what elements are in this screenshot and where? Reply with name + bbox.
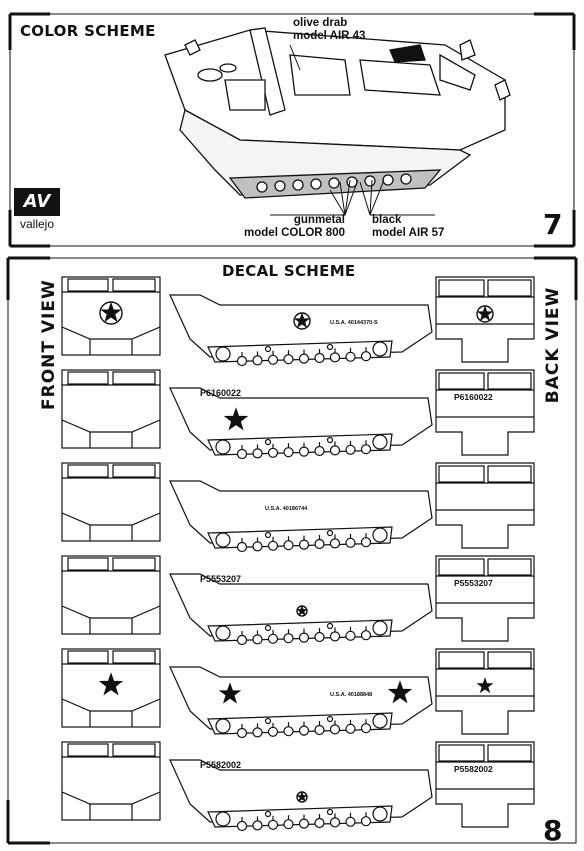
back-view-drawing [435,741,535,828]
decal-row: P6160022 P6160022 [61,369,535,460]
back-view-drawing [435,369,535,456]
side-view-drawing [169,294,433,367]
back-view-drawing [435,276,535,363]
front-view-drawing [61,462,161,542]
callout-leaders [270,44,435,216]
side-code-text: P5582002 [200,760,241,770]
side-code-text: P5553207 [200,574,241,584]
side-decal-emblem-rear [387,680,413,704]
back-code-text: P5553207 [454,578,493,588]
side-view-drawing [169,387,433,460]
callout-gunmetal: gunmetal model COLOR 800 [244,214,345,239]
decal-scheme-title: DECAL SCHEME [222,262,356,280]
callout-olive-drab: olive drab model AIR 43 [293,17,366,42]
front-view-drawing [61,276,161,356]
side-view-drawing [169,666,433,739]
front-view-label: FRONT VIEW [39,279,59,410]
vallejo-logo-name: vallejo [19,217,55,231]
side-code-text: P6160022 [200,388,241,398]
color-scheme-title: COLOR SCHEME [20,22,156,40]
front-decal-emblem [99,301,123,325]
side-decal-emblem [223,407,249,431]
front-view-drawing [61,741,161,821]
page-number-8: 8 [543,814,563,847]
back-view-drawing [435,555,535,642]
front-decal-emblem [98,672,124,696]
side-serial-text: U.S.A. 40144370-S [330,320,378,326]
side-decal-emblem [296,605,308,617]
back-code-text: P5582002 [454,764,493,774]
decal-row: U.S.A. 40188848 [61,648,535,739]
decal-row: U.S.A. 40186744 [61,462,535,553]
back-decal-emblem [476,677,494,694]
back-decal-emblem [476,305,494,323]
side-decal-emblem [296,791,308,803]
back-view-drawing [435,462,535,549]
side-decal-emblem [293,312,311,330]
front-view-drawing [61,555,161,635]
decal-rows: U.S.A. 40144370-S P6160022 P6160022U.S.A. … [61,276,535,832]
decal-row: P5582002 P5582002 [61,741,535,832]
callout-black: black model AIR 57 [372,214,445,239]
side-view-drawing [169,573,433,646]
back-view-label: BACK VIEW [543,286,563,404]
decal-row: P5553207 P5553207 [61,555,535,646]
back-view-drawing [435,648,535,735]
side-decal-emblem [218,682,242,704]
side-view-drawing [169,759,433,832]
decal-row: U.S.A. 40144370-S [61,276,535,367]
side-view-drawing [169,480,433,553]
side-serial-text: U.S.A. 40188848 [330,692,372,698]
side-serial-text: U.S.A. 40186744 [265,506,308,512]
front-view-drawing [61,648,161,728]
vallejo-logo-mark: AV [14,188,60,216]
back-code-text: P6160022 [454,392,493,402]
page-number-7: 7 [543,208,563,241]
front-view-drawing [61,369,161,449]
vallejo-logo: AV vallejo [14,188,60,231]
vehicle-perspective-drawing [164,27,511,199]
